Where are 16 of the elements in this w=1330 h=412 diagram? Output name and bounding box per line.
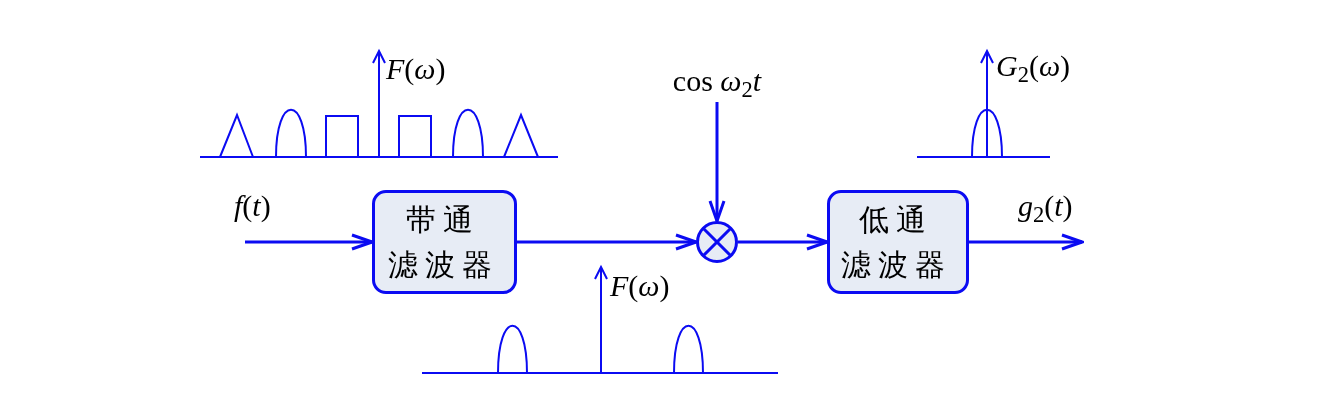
process-box — [827, 190, 969, 294]
signal-label: cos ω$_{2}$t — [660, 60, 774, 102]
box-label: 低通滤波器 — [841, 202, 953, 283]
multiplier-circle — [696, 221, 738, 263]
arrow — [969, 233, 1084, 251]
spectrum-label: G$_{2}$(ω) — [996, 48, 1071, 86]
arrow — [738, 233, 829, 251]
spectrum-label: F(ω) — [386, 51, 446, 87]
edge-label: g$_{2}$(t) — [1018, 188, 1073, 226]
spectrum-label: F(ω) — [610, 268, 670, 304]
arrow — [708, 102, 726, 223]
process-box — [372, 190, 517, 294]
edge-label: f(t) — [234, 188, 271, 224]
arrow — [245, 233, 374, 251]
box-label: 带通滤波器 — [387, 202, 500, 283]
arrow — [517, 233, 698, 251]
